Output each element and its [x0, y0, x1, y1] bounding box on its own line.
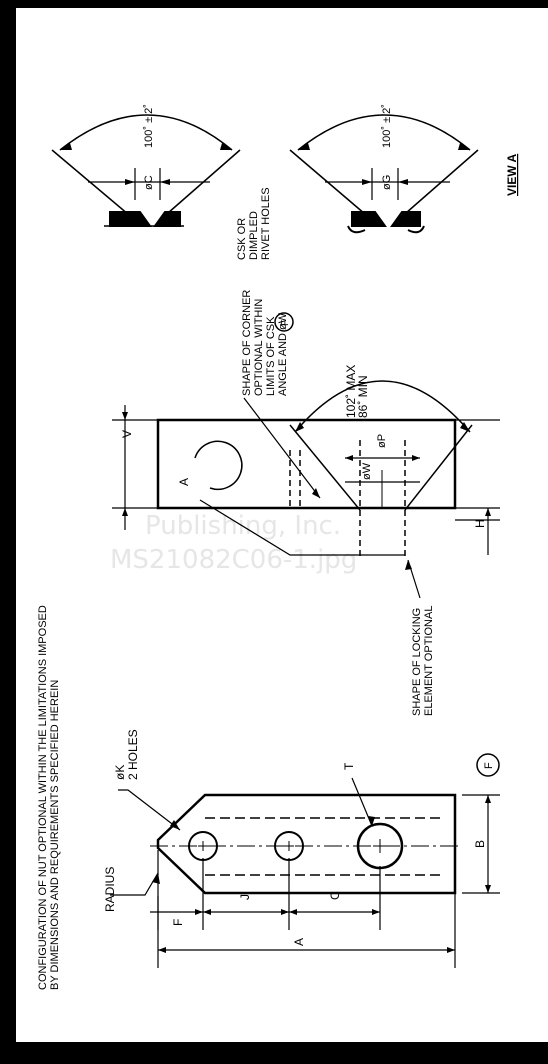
radius-label: RADIUS	[103, 867, 117, 912]
dim-b-label: B	[473, 840, 487, 848]
view-a-top-detail	[51, 114, 241, 227]
csk-note-line3: RIVET HOLES	[260, 187, 272, 260]
view-a-bottom-detail	[289, 114, 479, 234]
view-a-angle-top: 100˚ ± 2˚	[143, 104, 155, 148]
view-a-top-arrows	[60, 143, 232, 185]
svg-text:VIEW A: VIEW A	[505, 153, 519, 196]
corner-note-line1: SHAPE OF CORNER	[241, 290, 253, 396]
csk-note-line2: DIMPLED	[248, 211, 260, 260]
config-note-line2: BY DIMENSIONS AND REQUIREMENTS SPECIFIED…	[49, 680, 61, 990]
config-note-line1: CONFIGURATION OF NUT OPTIONAL WITHIN THE…	[37, 605, 49, 990]
nut-outline	[156, 793, 457, 895]
csk-note-line1: CSK OR	[236, 218, 248, 260]
view-a-title: VIEW A	[505, 153, 519, 196]
dim-j-label: J	[238, 894, 252, 900]
section-view	[112, 380, 500, 599]
watermark-line2: MS21082C06-1.jpg	[110, 545, 357, 575]
dim-w-label: øW	[361, 462, 373, 480]
dim-h-label: H	[473, 519, 487, 528]
view-a-diam-bottom: øG	[381, 175, 393, 190]
svg-text:F: F	[280, 320, 291, 326]
angle-min-label: 86˚ MIN	[356, 375, 370, 418]
angle-max-label: 102˚ MAX	[344, 365, 358, 418]
view-a-angle-bottom: 100˚ ± 2˚	[381, 104, 393, 148]
dim-p-label: øP	[376, 434, 388, 448]
view-a-diam-top: øC	[143, 175, 155, 190]
section-view-arrows	[122, 412, 491, 570]
dim-f-label: F	[171, 919, 185, 926]
dim-t-label: T	[342, 762, 356, 770]
corner-note-line3: LIMITS OF CSK	[265, 316, 277, 396]
section-flag-f: F	[274, 312, 294, 332]
locking-note-line2: ELEMENT OPTIONAL	[423, 606, 435, 716]
dim-c-label: C	[328, 891, 342, 900]
svg-text:F: F	[483, 762, 495, 769]
k-holes-label: øK	[113, 765, 127, 780]
dim-a-label: A	[292, 938, 306, 946]
section-view-a-label: A	[177, 478, 191, 486]
watermark: Publishing, Inc. MS21082C06-1.jpg	[110, 511, 357, 575]
dim-v-label: V	[120, 430, 134, 438]
corner-note-line2: OPTIONAL WITHIN	[253, 299, 265, 396]
plan-view-arrows	[152, 795, 491, 953]
plan-flag-f: F	[476, 753, 500, 777]
locking-note-line1: SHAPE OF LOCKING	[411, 608, 423, 716]
k-holes-label-2: 2 HOLES	[126, 729, 140, 780]
corner-note-line4: ANGLE AND øW	[277, 312, 289, 396]
plan-view	[110, 777, 500, 968]
view-a-bottom-arrows	[298, 143, 470, 185]
